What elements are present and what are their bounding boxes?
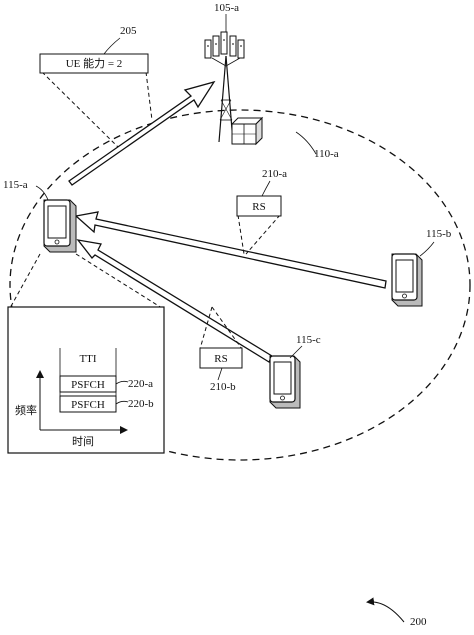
psfch-2-ref: 220-b — [128, 398, 154, 410]
capability-callout-line-left — [41, 71, 119, 148]
base-station-equipment-cabinet — [230, 116, 264, 146]
psfch-1-ref-leader — [115, 380, 129, 385]
ue-b-phone — [391, 253, 423, 307]
base-station-label: 105-a — [214, 2, 239, 14]
rs-top-callout-line-right — [245, 214, 281, 255]
coverage-area-label: 110-a — [314, 148, 339, 160]
coverage-area-ellipse — [9, 109, 471, 461]
rs-bottom-callout-line-left — [199, 306, 213, 350]
time-axis-label: 时间 — [72, 435, 94, 448]
base-station-tower — [204, 31, 245, 143]
coverage-area-leader — [295, 131, 317, 155]
rs-bottom-box — [199, 347, 243, 369]
ue-capability-box — [39, 53, 149, 74]
rs-top-box — [236, 195, 282, 217]
frequency-axis-label: 频率 — [15, 403, 37, 417]
psfch-block-1-text: PSFCH — [71, 379, 105, 391]
inset-zoom-line-right — [75, 253, 163, 309]
rs-top-ref: 210-a — [262, 168, 287, 180]
ue-c-label: 115-c — [296, 334, 321, 346]
ue-b-leader — [419, 241, 435, 257]
capability-callout-line-right — [145, 71, 153, 121]
ue-c-leader — [289, 345, 303, 359]
psfch-2-ref-leader — [115, 400, 129, 405]
inset-zoom-line-left — [9, 253, 41, 309]
sidelink-arrow-from-ue-b — [74, 211, 387, 289]
sidelink-arrow-from-ue-c — [76, 239, 273, 363]
tti-label: TTI — [79, 353, 96, 365]
ue-c-phone — [269, 355, 301, 409]
rs-top-ref-leader — [261, 180, 271, 197]
ue-a-phone — [43, 199, 77, 253]
rs-bottom-ref-leader — [217, 367, 223, 381]
rs-bottom-text: RS — [214, 353, 227, 365]
rs-bottom-callout-line-right — [211, 306, 243, 350]
rs-bottom-ref: 210-b — [210, 381, 236, 393]
rs-top-text: RS — [252, 201, 265, 213]
rs-top-callout-line-left — [237, 214, 245, 255]
ue-b-label: 115-b — [426, 228, 452, 240]
psfch-block-2-text: PSFCH — [71, 399, 105, 411]
uplink-arrow-to-base-station — [68, 80, 216, 186]
ue-capability-ref-leader — [103, 37, 121, 55]
ue-a-label: 115-a — [3, 179, 28, 191]
figure-number-arrow — [366, 597, 405, 623]
ue-a-leader — [35, 185, 49, 201]
figure-number: 200 — [410, 616, 427, 628]
ue-capability-text: UE 能力 = 2 — [66, 56, 123, 70]
psfch-1-ref: 220-a — [128, 378, 153, 390]
ue-capability-ref: 205 — [120, 25, 137, 37]
